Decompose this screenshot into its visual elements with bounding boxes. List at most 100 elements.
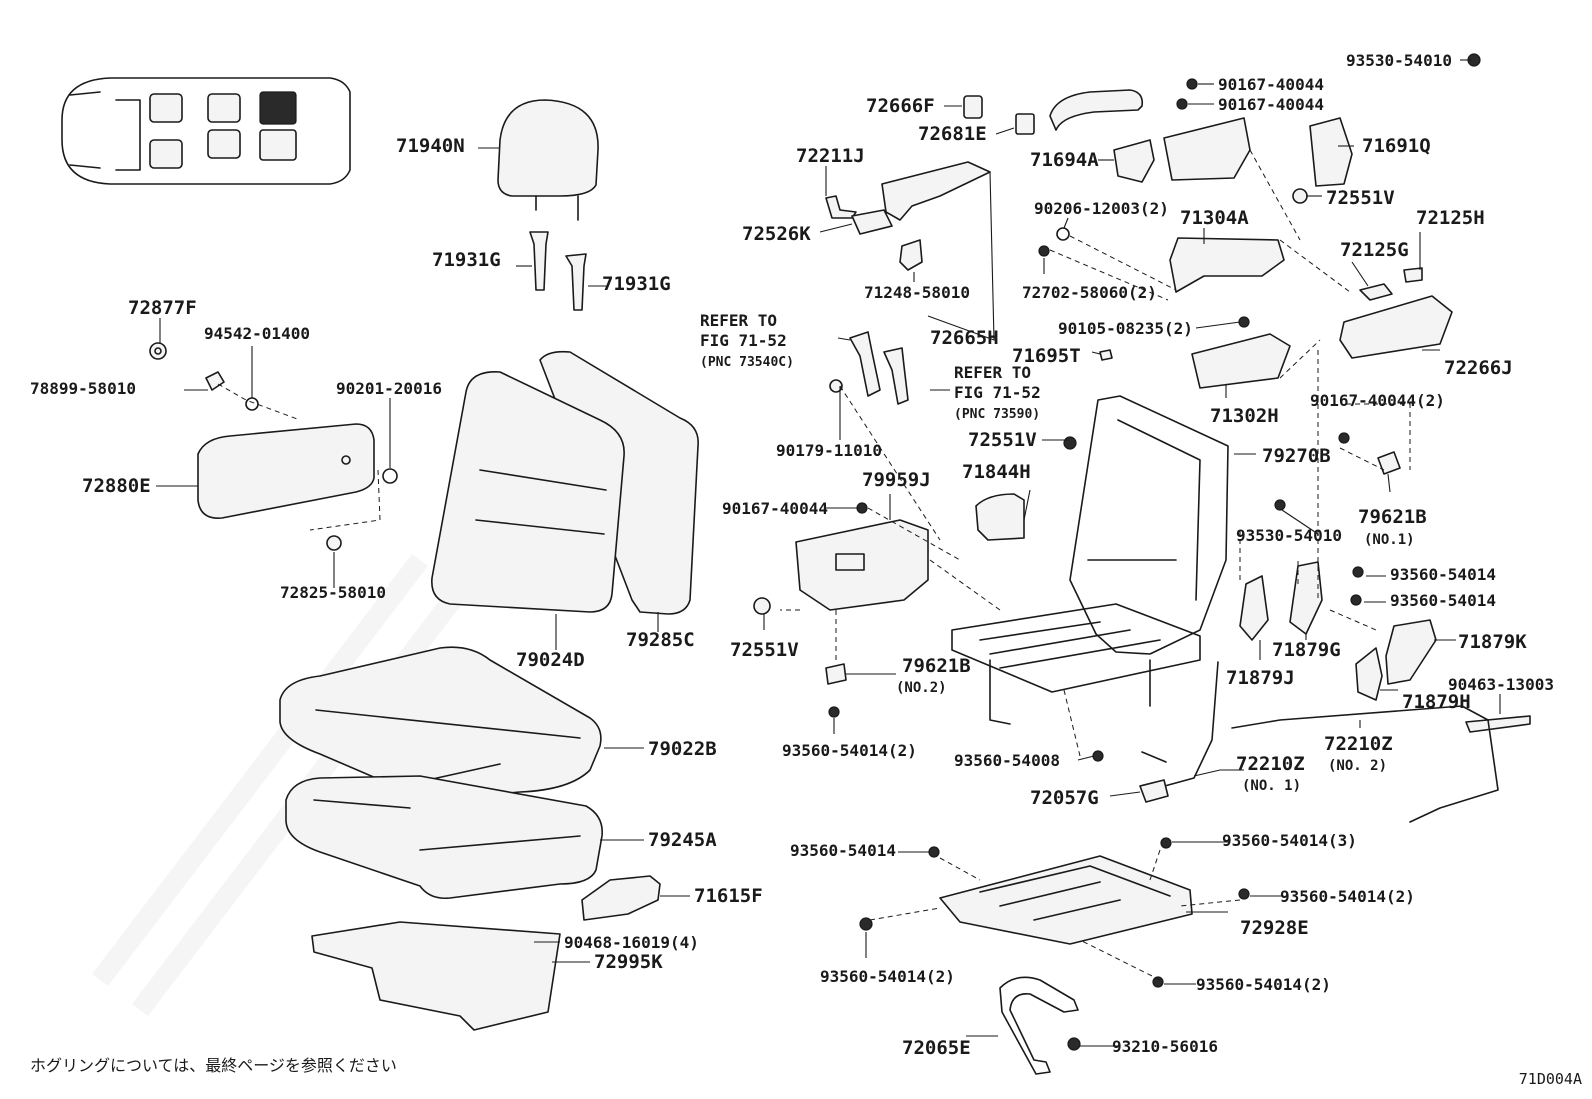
screw-93560-54014-e (928, 846, 940, 858)
label-71248-58010: 71248-58010 (864, 283, 970, 302)
clip-72681E (1015, 113, 1035, 135)
screw-93530-54010-mid (1274, 499, 1286, 511)
label-71940N: 71940N (396, 135, 465, 157)
knob-72526K (851, 209, 893, 235)
label-79270B: 79270B (1262, 445, 1331, 467)
cover-72266J (1339, 295, 1453, 359)
label-71931G-left: 71931G (432, 249, 501, 271)
headrest-support-71931G-left (529, 231, 549, 291)
label-72125G: 72125G (1340, 239, 1409, 261)
label-79621B-no2-note: (NO.2) (896, 680, 947, 696)
cover-71879K (1385, 619, 1437, 685)
handle-cover (1049, 89, 1144, 131)
label-90167-40044-d: 90167-40044 (722, 499, 828, 518)
label-72880E: 72880E (82, 475, 151, 497)
label-72877F: 72877F (128, 297, 197, 319)
shield-79959J (795, 519, 929, 611)
cap-72666F (963, 95, 983, 119)
label-90468-16019: 90468-16019(4) (564, 933, 699, 952)
label-72702-58060: 72702-58060(2) (1022, 283, 1157, 302)
seatbelt-buckle-73540C (849, 331, 881, 397)
label-71879K: 71879K (1458, 631, 1527, 653)
cover-71879G (1289, 561, 1323, 635)
screw-93560-54014-g (1238, 888, 1250, 900)
label-93560-54014-e: 93560-54014 (790, 841, 896, 860)
nut-90201-20016 (382, 468, 398, 484)
lever-72211J (825, 195, 857, 219)
lever-72057G (1139, 779, 1169, 803)
label-72065E: 72065E (902, 1037, 971, 1059)
label-93560-54014-a: 93560-54014 (1390, 565, 1496, 584)
label-79024D: 79024D (516, 649, 585, 671)
strap-72065E (999, 976, 1079, 1075)
label-72666F: 72666F (866, 95, 935, 117)
headrest-71940N (497, 99, 599, 221)
label-refer-1-line2: FIG 71-52 (700, 331, 787, 350)
clip-90463-13003 (1465, 715, 1531, 733)
label-refer-2-line1: REFER TO (954, 363, 1031, 382)
recliner-71302H (1191, 333, 1291, 389)
label-79621B-no1-note: (NO.1) (1364, 532, 1415, 548)
insert-72125H (1403, 267, 1423, 283)
clip-72551V-left (753, 597, 771, 615)
screw-93560-54014-f (1160, 837, 1172, 849)
cover-71879H (1355, 647, 1383, 701)
bolt-78899-58010 (205, 371, 225, 391)
insert-72125G (1359, 283, 1393, 301)
label-71844H: 71844H (962, 461, 1031, 483)
bolt-90105-08235 (1238, 316, 1250, 328)
seat-cushion-cover-79022B (279, 646, 602, 802)
label-72210Z-no1-note: (NO. 1) (1242, 778, 1301, 794)
label-93210-56016: 93210-56016 (1112, 1037, 1218, 1056)
label-79245A: 79245A (648, 829, 717, 851)
label-72211J: 72211J (796, 145, 865, 167)
cable-72210Z-no1 (1141, 661, 1219, 791)
screw-93560-54014-c (828, 706, 840, 718)
leader-lines (156, 59, 1501, 1047)
label-71302H: 71302H (1210, 405, 1279, 427)
label-93560-54014-g: 93560-54014(2) (1280, 887, 1415, 906)
label-72266J: 72266J (1444, 357, 1513, 379)
clip-72551V-top (1292, 188, 1308, 204)
seat-cushion-pad-79245A (285, 775, 603, 900)
washer-90206-12003 (1056, 227, 1070, 241)
seatbelt-buckle-73590 (883, 347, 909, 405)
label-79621B-no1: 79621B (1358, 506, 1427, 528)
bolt-90179-11010 (829, 379, 843, 393)
label-71879J: 71879J (1226, 667, 1295, 689)
label-93530-54010-top: 93530-54010 (1346, 51, 1452, 70)
label-71694A: 71694A (1030, 149, 1099, 171)
label-refer-2-line2: FIG 71-52 (954, 383, 1041, 402)
label-72210Z-no2: 72210Z (1324, 733, 1393, 755)
footer-note: ホグリングについては、最終ページを参照ください (30, 1056, 397, 1075)
label-90179-11010: 90179-11010 (776, 441, 882, 460)
seat-track-72928E (939, 855, 1193, 945)
screw-93560-54014-h (859, 917, 873, 931)
label-79022B: 79022B (648, 738, 717, 760)
label-72210Z-no1: 72210Z (1236, 753, 1305, 775)
bracket-71615F (581, 875, 661, 921)
label-72681E: 72681E (918, 123, 987, 145)
label-93560-54014-f: 93560-54014(3) (1222, 831, 1357, 850)
clip-72551V-mid (1063, 436, 1077, 450)
bolt-72702-58060 (1038, 245, 1050, 257)
label-90201-20016: 90201-20016 (336, 379, 442, 398)
label-refer-2-line3: (PNC 73590) (954, 407, 1040, 422)
seat-frame-79270B (951, 395, 1229, 725)
vehicle-layout-inset (61, 77, 351, 185)
armrest-72880E (197, 423, 375, 519)
seatback-79024D (431, 371, 625, 613)
label-72928E: 72928E (1240, 917, 1309, 939)
label-90463-13003: 90463-13003 (1448, 675, 1554, 694)
spacer-79621B-no2 (825, 663, 847, 685)
label-72526K: 72526K (742, 223, 811, 245)
recliner-cover-upper (1163, 117, 1251, 181)
armrest-cap-72877F (149, 342, 167, 360)
label-79959J: 79959J (862, 469, 931, 491)
clip-71695T (1099, 349, 1113, 361)
screw-90167-40044-b (1176, 98, 1188, 110)
screw-90167-40044-a (1186, 78, 1198, 90)
label-79285C: 79285C (626, 629, 695, 651)
label-71695T: 71695T (1012, 345, 1081, 367)
label-93530-54010-mid: 93530-54010 (1236, 526, 1342, 545)
